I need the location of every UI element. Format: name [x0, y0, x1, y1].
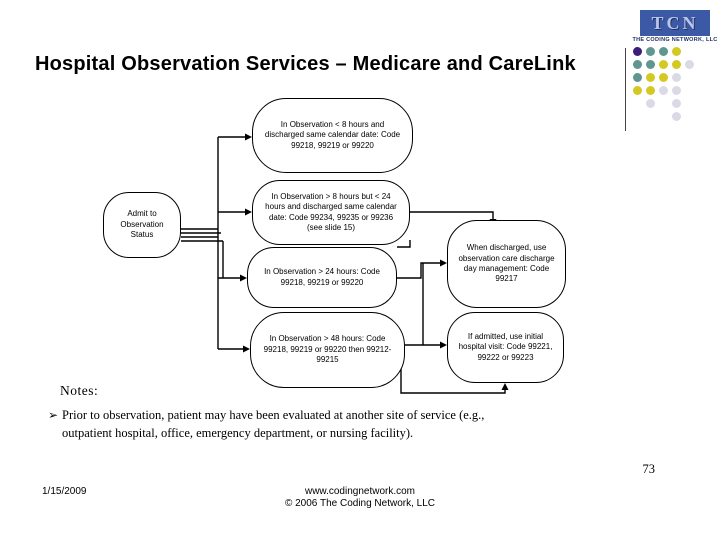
teal-dot [633, 60, 642, 69]
node-over-24-hours-label: In Observation > 24 hours: Code 99218, 9… [264, 267, 380, 287]
logo-company-name: THE CODING NETWORK, LLC [632, 37, 718, 43]
page-number: 73 [642, 462, 656, 476]
node-under-8-hours: In Observation < 8 hours and discharged … [252, 98, 413, 173]
node-8-to-24-hours: In Observation > 8 hours but < 24 hours … [252, 180, 410, 245]
empty-dot-cell [685, 99, 694, 108]
node-admit-to-observation: Admit to Observation Status [103, 192, 181, 258]
logo-dot-grid [633, 47, 694, 121]
yellow-dot [633, 86, 642, 95]
node-over-24-hours: In Observation > 24 hours: Code 99218, 9… [247, 247, 397, 308]
empty-dot-cell [646, 112, 655, 121]
node-under-8-hours-label: In Observation < 8 hours and discharged … [264, 119, 401, 150]
gray-dot [672, 112, 681, 121]
tcn-logo-text: TCN [651, 12, 699, 33]
purple-dot [633, 47, 642, 56]
notes-bullet-text: Prior to observation, patient may have b… [62, 408, 485, 441]
logo-divider-line [625, 48, 626, 131]
footer-copyright: © 2006 The Coding Network, LLC [284, 498, 436, 509]
node-over-48-hours: In Observation > 48 hours: Code 99218, 9… [250, 312, 405, 388]
yellow-dot [659, 60, 668, 69]
node-when-discharged-label: When discharged, use observation care di… [458, 243, 555, 284]
tcn-logo: TCN [640, 10, 710, 36]
gray-dot [659, 86, 668, 95]
yellow-dot [646, 86, 655, 95]
footer-date: 1/15/2009 [42, 486, 87, 497]
empty-dot-cell [633, 112, 642, 121]
yellow-dot [672, 47, 681, 56]
gray-dot [672, 73, 681, 82]
footer-website: www.codingnetwork.com [304, 486, 416, 497]
teal-dot [646, 47, 655, 56]
empty-dot-cell [685, 86, 694, 95]
empty-dot-cell [659, 99, 668, 108]
node-8-to-24-hours-label: In Observation > 8 hours but < 24 hours … [265, 191, 397, 232]
node-admit-label: Admit to Observation Status [120, 209, 164, 240]
yellow-dot [659, 73, 668, 82]
yellow-dot [672, 60, 681, 69]
empty-dot-cell [685, 112, 694, 121]
empty-dot-cell [659, 112, 668, 121]
teal-dot [646, 60, 655, 69]
slide-title: Hospital Observation Services – Medicare… [35, 53, 576, 75]
empty-dot-cell [685, 47, 694, 56]
footer-center: www.codingnetwork.com © 2006 The Coding … [160, 486, 560, 510]
node-if-admitted: If admitted, use initial hospital visit:… [447, 312, 564, 383]
gray-dot [672, 99, 681, 108]
gray-dot [685, 60, 694, 69]
node-if-admitted-label: If admitted, use initial hospital visit:… [458, 331, 553, 362]
notes-heading: Notes: [60, 383, 99, 398]
teal-dot [633, 73, 642, 82]
node-when-discharged: When discharged, use observation care di… [447, 220, 566, 308]
gray-dot [672, 86, 681, 95]
notes-bullet: ➢ Prior to observation, patient may have… [48, 406, 526, 442]
yellow-dot [646, 73, 655, 82]
teal-dot [659, 47, 668, 56]
arrow-bullet-icon: ➢ [48, 408, 59, 422]
empty-dot-cell [685, 73, 694, 82]
empty-dot-cell [633, 99, 642, 108]
gray-dot [646, 99, 655, 108]
node-over-48-hours-label: In Observation > 48 hours: Code 99218, 9… [263, 334, 392, 365]
